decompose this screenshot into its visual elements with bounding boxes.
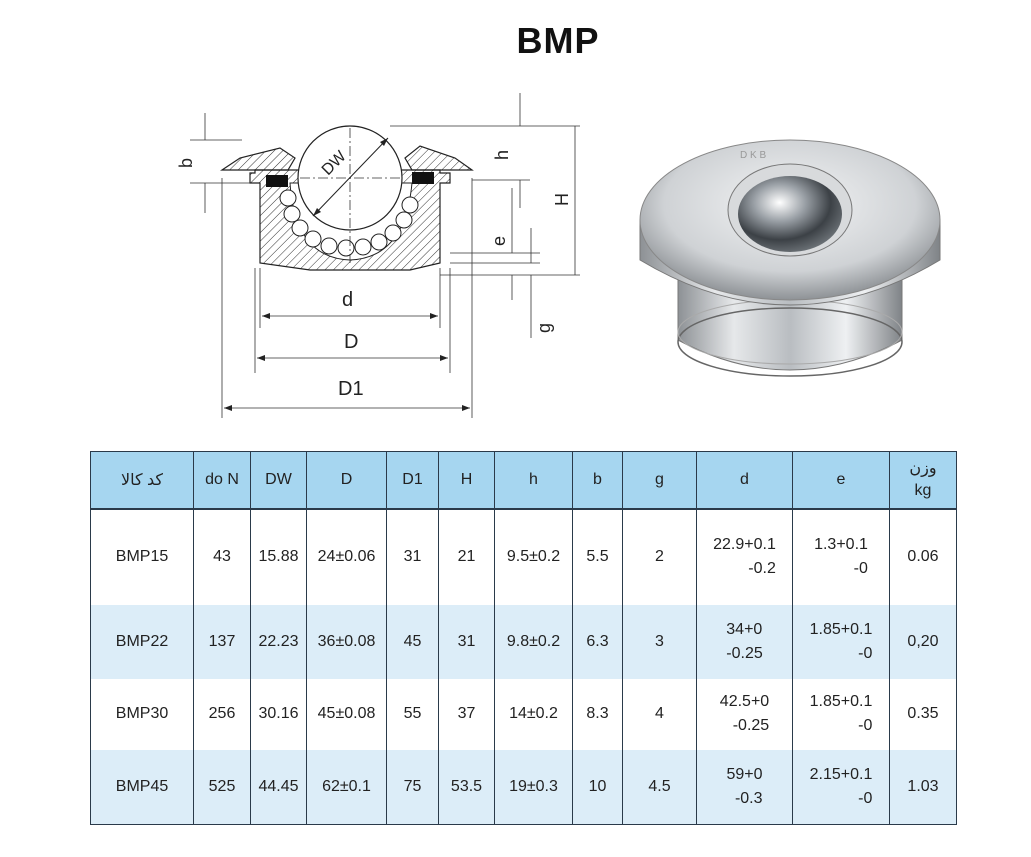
cell-D1: 31 — [386, 508, 439, 605]
cell-e-bot: -0 — [858, 717, 873, 734]
cell-b: 5.5 — [572, 508, 623, 605]
cell-e: 1.3+0.1 -0 — [792, 508, 890, 605]
cell-h: 19±0.3 — [494, 749, 573, 825]
cell-d-top: 59+0 — [726, 765, 763, 783]
cell-e-top: 1.85+0.1 — [809, 620, 873, 638]
cell-code: BMP45 — [115, 777, 169, 795]
cell-D: 36±0.08 — [306, 604, 387, 679]
cell-g: 4.5 — [622, 749, 697, 825]
header-g: g — [622, 451, 697, 510]
cell-e-bot: -0 — [858, 644, 873, 662]
label-e: e — [489, 236, 509, 246]
cell-D1: 75 — [386, 749, 439, 825]
cell-load: 137 — [193, 604, 251, 679]
label-H: H — [552, 193, 572, 206]
cell-d: 42.5+0 -0.25 — [696, 678, 793, 750]
header-dw: DW — [250, 451, 307, 510]
header-code: کد کالا — [90, 451, 194, 510]
cell-e-bot: -0 — [858, 789, 873, 807]
cell-e-top: 1.3+0.1 — [814, 536, 868, 553]
cell-D: 24±0.06 — [306, 508, 387, 605]
cell-D: 45±0.08 — [306, 678, 387, 750]
header-D: D — [306, 451, 387, 510]
header-d: d — [696, 451, 793, 510]
cell-D: 62±0.1 — [306, 749, 387, 825]
cell-d-bot: -0.3 — [734, 789, 763, 807]
cell-weight: 0.35 — [889, 678, 957, 750]
cell-e: 1.85+0.1 -0 — [792, 604, 890, 679]
cell-b: 6.3 — [572, 604, 623, 679]
header-weight-fa: وزن — [909, 459, 937, 477]
cell-H: 37 — [438, 678, 495, 750]
cell-b: 10 — [572, 749, 623, 825]
cell-code: BMP15 — [115, 548, 169, 565]
cell-d: 34+0 -0.25 — [696, 604, 793, 679]
cell-weight: 1.03 — [889, 749, 957, 825]
technical-drawing: DW b h H e g d D D1 — [176, 93, 580, 418]
header-load: do N — [193, 451, 251, 510]
cell-e-bot: -0 — [853, 560, 868, 577]
cell-dw: 22.23 — [250, 604, 307, 679]
header-b: b — [572, 451, 623, 510]
cell-d-top: 22.9+0.1 — [713, 536, 776, 553]
cell-d-bot: -0.2 — [748, 560, 776, 577]
header-weight: وزن kg — [889, 451, 957, 510]
table-row: BMP15 43 15.88 24±0.06 31 21 9.5±0.2 5.5… — [90, 508, 957, 605]
label-h: h — [492, 150, 512, 160]
cell-d: 59+0 -0.3 — [696, 749, 793, 825]
cell-g: 2 — [622, 508, 697, 605]
cell-d: 22.9+0.1 -0.2 — [696, 508, 793, 605]
cell-load: 256 — [193, 678, 251, 750]
product-photo: D K B — [639, 139, 941, 377]
cell-weight: 0,20 — [889, 604, 957, 679]
table-row: BMP30 256 30.16 45±0.08 55 37 14±0.2 8.3… — [90, 678, 957, 750]
cell-e: 2.15+0.1 -0 — [792, 749, 890, 825]
cell-h: 14±0.2 — [494, 678, 573, 750]
header-H: H — [438, 451, 495, 510]
cell-dw: 44.45 — [250, 749, 307, 825]
header-e: e — [792, 451, 890, 510]
cell-D1: 55 — [386, 678, 439, 750]
cell-load: 43 — [193, 508, 251, 605]
cell-dw: 30.16 — [250, 678, 307, 750]
cell-g: 3 — [622, 604, 697, 679]
header-weight-unit: kg — [914, 481, 932, 499]
cell-d-bot: -0.25 — [732, 717, 770, 734]
header-D1: D1 — [386, 451, 439, 510]
cell-g: 4 — [622, 678, 697, 750]
cell-h: 9.5±0.2 — [494, 508, 573, 605]
cell-code: BMP22 — [115, 632, 169, 650]
label-g: g — [534, 323, 554, 333]
cell-h: 9.8±0.2 — [494, 604, 573, 679]
table-row: BMP45 525 44.45 62±0.1 75 53.5 19±0.3 10… — [90, 749, 957, 825]
cell-e-top: 2.15+0.1 — [809, 765, 873, 783]
cell-H: 21 — [438, 508, 495, 605]
cell-H: 31 — [438, 604, 495, 679]
cell-H: 53.5 — [438, 749, 495, 825]
photo-marking: D K B — [740, 150, 766, 161]
cell-weight: 0.06 — [889, 508, 957, 605]
cell-d-top: 34+0 — [726, 620, 763, 638]
cell-code: BMP30 — [115, 705, 169, 722]
cell-e-top: 1.85+0.1 — [809, 693, 873, 710]
cell-load: 525 — [193, 749, 251, 825]
label-D1: D1 — [338, 378, 364, 400]
header-h: h — [494, 451, 573, 510]
specs-table: کد کالا do N DW D D1 H h b g d e وزن kg … — [90, 451, 957, 825]
table-row: BMP22 137 22.23 36±0.08 45 31 9.8±0.2 6.… — [90, 604, 957, 679]
label-D: D — [344, 331, 358, 353]
label-d: d — [342, 289, 353, 311]
cell-d-bot: -0.25 — [726, 644, 763, 662]
cell-b: 8.3 — [572, 678, 623, 750]
page-title: BMP — [516, 20, 600, 61]
label-b: b — [176, 158, 196, 168]
cell-d-top: 42.5+0 — [719, 693, 770, 710]
cell-D1: 45 — [386, 604, 439, 679]
cell-dw: 15.88 — [250, 508, 307, 605]
cell-e: 1.85+0.1 -0 — [792, 678, 890, 750]
table-header-row: کد کالا do N DW D D1 H h b g d e وزن kg — [90, 451, 957, 510]
